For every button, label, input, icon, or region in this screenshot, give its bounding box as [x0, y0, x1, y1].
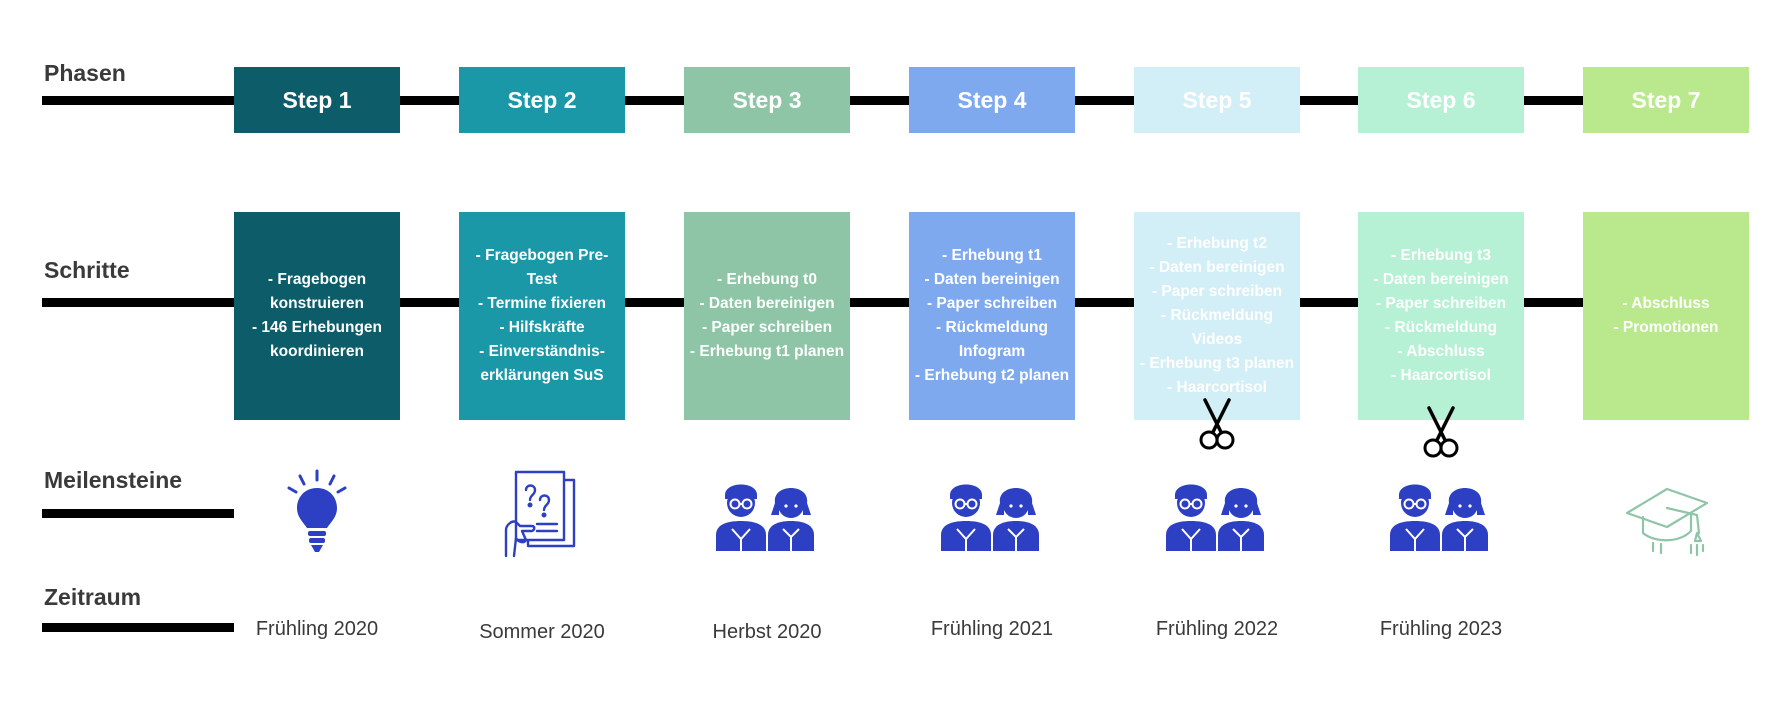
row-label-phasen: Phasen: [44, 60, 126, 86]
detail-line: - Daten bereinigen: [699, 295, 835, 312]
detail-line: - Erhebung t1 planen: [689, 343, 845, 360]
detail-line: - Haarcortisol: [1391, 367, 1491, 384]
students-icon: [1162, 473, 1272, 558]
detail-box-2: - Fragebogen Pre- Test - Termine fixieren -…: [459, 212, 625, 420]
step-box-1: Step 1: [234, 67, 400, 133]
detail-line: Infogram: [958, 343, 1026, 360]
meilensteine-line: [42, 509, 234, 518]
detail-line: - Promotionen: [1613, 319, 1719, 336]
detail-box-3: - Erhebung t0 - Daten bereinigen - Paper s…: [684, 212, 850, 420]
detail-line: - Termine fixieren: [477, 295, 607, 312]
detail-line: - Fragebogen: [267, 271, 367, 288]
detail-line: Test: [526, 271, 558, 288]
detail-line: - Erhebung t3: [1391, 247, 1491, 264]
zeitraum-line: [42, 623, 234, 632]
detail-line: - Abschluss: [1622, 295, 1710, 312]
period-label-1: Frühling 2020: [255, 618, 379, 640]
detail-line: koordinieren: [270, 343, 364, 360]
period-label-6: Frühling 2023: [1379, 618, 1503, 640]
step-box-6: Step 6: [1358, 67, 1524, 133]
detail-line: - Rückmeldung: [1161, 307, 1273, 324]
detail-line: konstruieren: [270, 295, 364, 312]
students-icon: [937, 473, 1047, 558]
graduation-cap-icon: [1621, 471, 1711, 561]
scissors-icon: [1421, 406, 1461, 465]
students-icon: [1386, 473, 1496, 558]
detail-line: - Paper schreiben: [701, 319, 833, 336]
detail-line: - Paper schreiben: [1151, 283, 1283, 300]
detail-line: - 146 Erhebungen: [251, 319, 383, 336]
scissors-icon: [1197, 398, 1237, 457]
period-label-2: Sommer 2020: [479, 621, 605, 643]
detail-line: - Abschluss: [1397, 343, 1485, 360]
detail-box-7: - Abschluss - Promotionen: [1583, 212, 1749, 420]
schritte-line: [42, 298, 1742, 307]
row-label-meilensteine: Meilensteine: [44, 467, 183, 493]
period-label-3: Herbst 2020: [712, 621, 822, 643]
questionnaire-icon: [502, 468, 582, 563]
detail-line: - Rückmeldung: [936, 319, 1048, 336]
step-box-4: Step 4: [909, 67, 1075, 133]
period-label-5: Frühling 2022: [1155, 618, 1279, 640]
step-box-7: Step 7: [1583, 67, 1749, 133]
row-label-schritte: Schritte: [44, 257, 130, 283]
detail-line: - Erhebung t2 planen: [914, 367, 1070, 384]
detail-line: Videos: [1191, 331, 1243, 348]
detail-line: - Erhebung t2: [1167, 235, 1267, 252]
detail-line: - Daten bereinigen: [924, 271, 1060, 288]
detail-line: - Daten bereinigen: [1373, 271, 1509, 288]
step-box-2: Step 2: [459, 67, 625, 133]
lightbulb-icon: [282, 468, 352, 563]
period-label-4: Frühling 2021: [930, 618, 1054, 640]
detail-box-6: - Erhebung t3 - Daten bereinigen - Paper s…: [1358, 212, 1524, 420]
detail-line: - Einverständnis-: [479, 343, 605, 360]
step-box-5: Step 5: [1134, 67, 1300, 133]
detail-line: - Erhebung t3 planen: [1139, 355, 1295, 372]
detail-line: - Daten bereinigen: [1149, 259, 1285, 276]
detail-line: - Hilfskräfte: [499, 319, 585, 336]
detail-box-4: - Erhebung t1 - Daten bereinigen - Paper s…: [909, 212, 1075, 420]
detail-box-5: - Erhebung t2 - Daten bereinigen - Paper s…: [1134, 212, 1300, 420]
step-box-3: Step 3: [684, 67, 850, 133]
detail-line: - Fragebogen Pre-: [475, 247, 609, 264]
row-label-zeitraum: Zeitraum: [44, 584, 142, 610]
detail-line: - Erhebung t0: [717, 271, 817, 288]
detail-line: - Paper schreiben: [926, 295, 1058, 312]
detail-line: - Paper schreiben: [1375, 295, 1507, 312]
detail-line: - Erhebung t1: [942, 247, 1042, 264]
detail-line: - Haarcortisol: [1167, 379, 1267, 396]
detail-line: - Rückmeldung: [1385, 319, 1497, 336]
students-icon: [712, 473, 822, 558]
phasen-line: [42, 96, 1742, 105]
detail-line: erklärungen SuS: [480, 367, 604, 384]
detail-box-1: - Fragebogen konstruieren - 146 Erhebungen…: [234, 212, 400, 420]
